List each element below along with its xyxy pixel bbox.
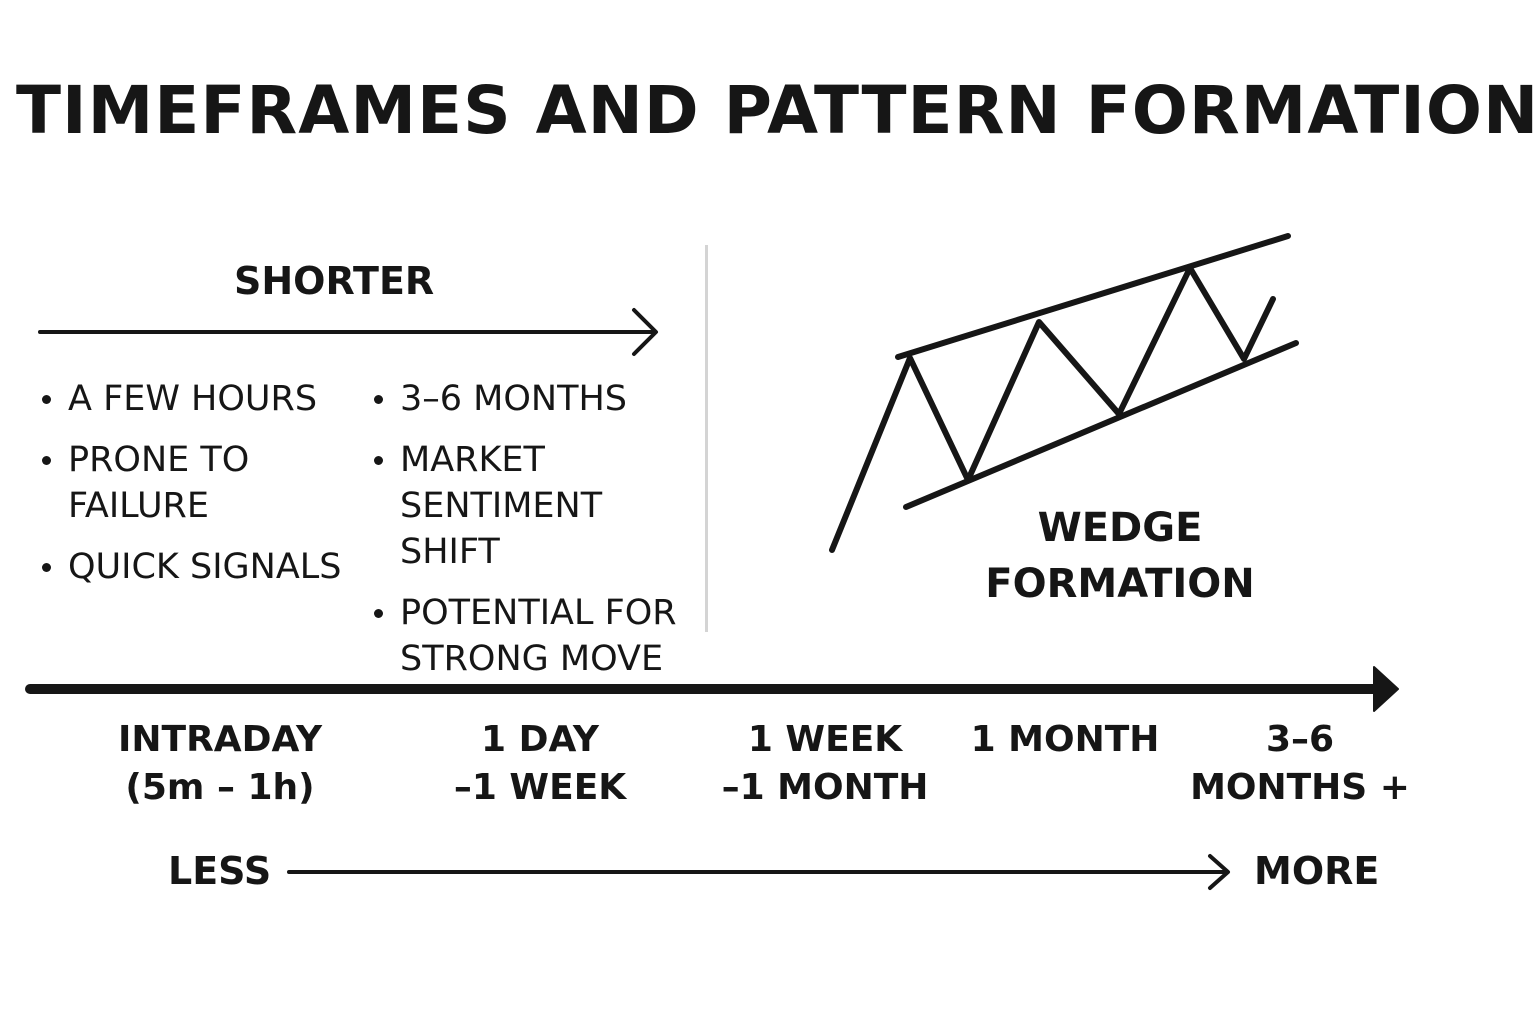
wedge-upper-trendline — [895, 233, 1291, 360]
list-item: A FEW HOURS — [40, 376, 360, 422]
wedge-label-line1: WEDGE — [1037, 505, 1203, 551]
tick-line2: MONTHS + — [1190, 767, 1410, 808]
short-timeframe-list: A FEW HOURS PRONE TO FAILURE QUICK SIGNA… — [40, 376, 360, 605]
list-item: 3–6 MONTHS — [372, 376, 712, 422]
list-item: PRONE TO FAILURE — [40, 437, 360, 529]
tick-line2: –1 MONTH — [721, 767, 929, 808]
less-more-arrow — [287, 854, 1230, 890]
more-label: MORE — [1254, 849, 1380, 893]
tick-line1: 1 DAY — [481, 719, 599, 760]
page-title: TIMEFRAMES AND PATTERN FORMATION — [16, 72, 1536, 149]
tick-line1: 1 MONTH — [970, 719, 1160, 760]
list-item: MARKET SENTIMENT SHIFT — [372, 437, 712, 575]
list-item-text: PRONE TO FAILURE — [68, 440, 250, 526]
wedge-label-line2: FORMATION — [985, 561, 1255, 607]
tick-line1: 3–6 — [1265, 719, 1335, 760]
timeframe-label-intraday: INTRADAY (5m – 1h) — [100, 716, 340, 812]
list-item-text: QUICK SIGNALS — [68, 547, 342, 587]
timeframe-label-day-week: 1 DAY –1 WEEK — [420, 716, 660, 812]
wedge-formation-label: WEDGE FORMATION — [980, 500, 1260, 612]
wedge-pattern — [829, 233, 1299, 553]
timeline-arrow — [25, 666, 1399, 712]
tick-line1: 1 WEEK — [747, 719, 903, 760]
long-timeframe-list: 3–6 MONTHS MARKET SENTIMENT SHIFT POTENT… — [372, 376, 712, 697]
section-divider — [705, 245, 708, 632]
list-item-text: 3–6 MONTHS — [400, 379, 628, 419]
tick-line2: (5m – 1h) — [125, 767, 315, 808]
list-item: POTENTIAL FOR STRONG MOVE — [372, 590, 712, 682]
timeframe-label-month: 1 MONTH — [945, 716, 1185, 764]
timeframe-label-months-plus: 3–6 MONTHS + — [1180, 716, 1420, 812]
timeframe-label-week-month: 1 WEEK –1 MONTH — [705, 716, 945, 812]
shorter-label: SHORTER — [234, 259, 435, 303]
tick-line2: –1 WEEK — [453, 767, 627, 808]
shorter-arrow — [38, 308, 658, 356]
list-item-text: POTENTIAL FOR STRONG MOVE — [400, 593, 677, 679]
list-item: QUICK SIGNALS — [40, 544, 360, 590]
wedge-price-path — [829, 265, 1276, 553]
list-item-text: MARKET SENTIMENT SHIFT — [400, 440, 603, 572]
tick-line1: INTRADAY — [117, 719, 323, 760]
wedge-lower-trendline — [903, 340, 1299, 510]
list-item-text: A FEW HOURS — [68, 379, 318, 419]
less-label: LESS — [168, 849, 272, 893]
